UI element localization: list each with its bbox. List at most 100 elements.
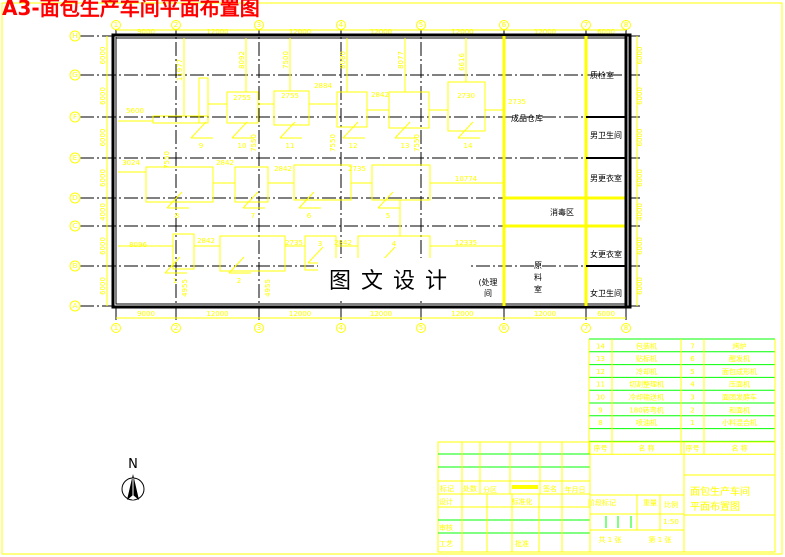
title-block-date: 年月日 [565, 485, 586, 494]
legend-header: 序号 [594, 444, 608, 453]
dim-text: 12000 [289, 28, 311, 36]
dim-text: 12000 [206, 310, 228, 318]
dim-text: 12000 [370, 310, 392, 318]
legend-number: 6 [690, 355, 695, 363]
grid-label-col: 5 [419, 324, 423, 332]
dim-text: 9000 [137, 310, 155, 318]
grid-label-row: F [73, 113, 77, 121]
grid-bubble [69, 260, 81, 272]
equipment-number: 5 [386, 212, 390, 220]
equipment-7 [234, 166, 269, 203]
equipment-1 [172, 233, 195, 270]
drawing-name: 平面布置图 [690, 501, 740, 513]
leader-line [166, 191, 183, 209]
room-processing: 间 [484, 289, 492, 298]
dim-text: 6000 [597, 28, 615, 36]
grid-label-row: H [72, 32, 77, 40]
title-block-mark: 标记 [440, 484, 454, 493]
plan-dimension: 2842 [216, 159, 234, 167]
dim-text: 6000 [99, 47, 107, 65]
equipment-2 [219, 235, 286, 272]
equipment-number: 6 [307, 212, 312, 220]
plan-dimension: 2842 [197, 237, 215, 245]
grid-label-row: A [73, 302, 78, 310]
room-raw-material: 室 [534, 284, 542, 294]
grid-bubble [581, 323, 591, 333]
dim-text: 6000 [597, 310, 615, 318]
equipment-number: 1 [173, 277, 177, 285]
dim-text: 12000 [289, 310, 311, 318]
title-block-approve: 批准 [515, 539, 529, 548]
plan-dimension: 4955 [181, 279, 189, 297]
room-men-wc: 男卫生间 [590, 130, 622, 140]
grid-bubble [499, 323, 509, 333]
equipment-6 [293, 164, 352, 201]
legend-name: 贴标机 [636, 354, 657, 363]
plan-dimension: 2735 [348, 165, 366, 173]
grid-bubble [69, 111, 81, 123]
leader-line [298, 191, 315, 209]
equipment-number: 3 [318, 240, 322, 248]
dim-text: 12000 [206, 28, 228, 36]
dim-text: 9000 [137, 28, 155, 36]
grid-bubble [69, 69, 81, 81]
room-women-locker: 女更衣室 [590, 249, 622, 259]
legend-number: 14 [596, 342, 605, 350]
grid-label-row: E [73, 154, 77, 162]
title-block-sheets-total: 共 1 张 [599, 535, 622, 544]
legend-name: 和面机 [729, 405, 750, 414]
equipment-number: 14 [464, 142, 473, 150]
plan-dimension: 7500 [282, 51, 290, 69]
legend-header: 名 称 [731, 444, 747, 453]
title-block-process: 工艺 [439, 540, 453, 548]
dim-text: 6000 [99, 237, 107, 255]
grid-label-col: 6 [502, 21, 507, 29]
leader-line [394, 121, 411, 139]
dim-text: 4000 [99, 203, 107, 221]
plan-dimension: 4955 [264, 279, 272, 297]
equipment-number: 13 [401, 142, 410, 150]
plan-dimension: 6616 [458, 53, 466, 71]
grid-label-col: 1 [114, 324, 118, 332]
legend-number: 9 [598, 406, 602, 414]
plan-dimension: 10774 [455, 175, 478, 183]
room-finished-storage: 成品仓库 [511, 113, 543, 123]
grid-label-col: 8 [624, 324, 628, 332]
plan-dimension: 8092 [238, 51, 246, 69]
legend-number: 10 [596, 394, 605, 402]
leader-line [231, 121, 248, 139]
title-block-frame [437, 441, 776, 553]
dim-text: 6000 [99, 169, 107, 187]
room-processing: (处理 [478, 277, 497, 287]
grid-label-row: G [72, 71, 77, 79]
legend-number: 12 [596, 368, 605, 376]
leader-line [377, 191, 394, 209]
leader-line [307, 246, 324, 264]
room-raw-material: 原 [534, 261, 542, 270]
legend-name: 小料混合机 [722, 418, 757, 427]
leader-line [228, 256, 245, 274]
legend-name: 180转弯机 [629, 405, 663, 414]
equipment-number: 8 [175, 212, 179, 220]
plan-dimension: 3024 [122, 159, 140, 167]
legend-number: 2 [690, 406, 694, 414]
title-block-design: 设计 [439, 497, 453, 506]
equipment-number: 4 [392, 240, 397, 248]
north-arrow-icon: N [121, 457, 145, 501]
equipment-number: 7 [251, 212, 255, 220]
legend-name: 冷却输送机 [629, 393, 664, 402]
plan-dimension: 8077 [397, 51, 405, 69]
equipment-number: 12 [349, 142, 358, 150]
legend-name: 烤炉 [733, 341, 747, 350]
dim-text: 6000 [636, 87, 644, 105]
dim-text: 12000 [534, 310, 556, 318]
legend-name: 醒发机 [729, 354, 750, 363]
legend-name: 压面机 [729, 380, 750, 389]
grid-bubble [69, 30, 81, 42]
room-qc: 质检室 [590, 70, 614, 80]
legend-number: 5 [690, 368, 694, 376]
equipment-8 [145, 166, 214, 203]
